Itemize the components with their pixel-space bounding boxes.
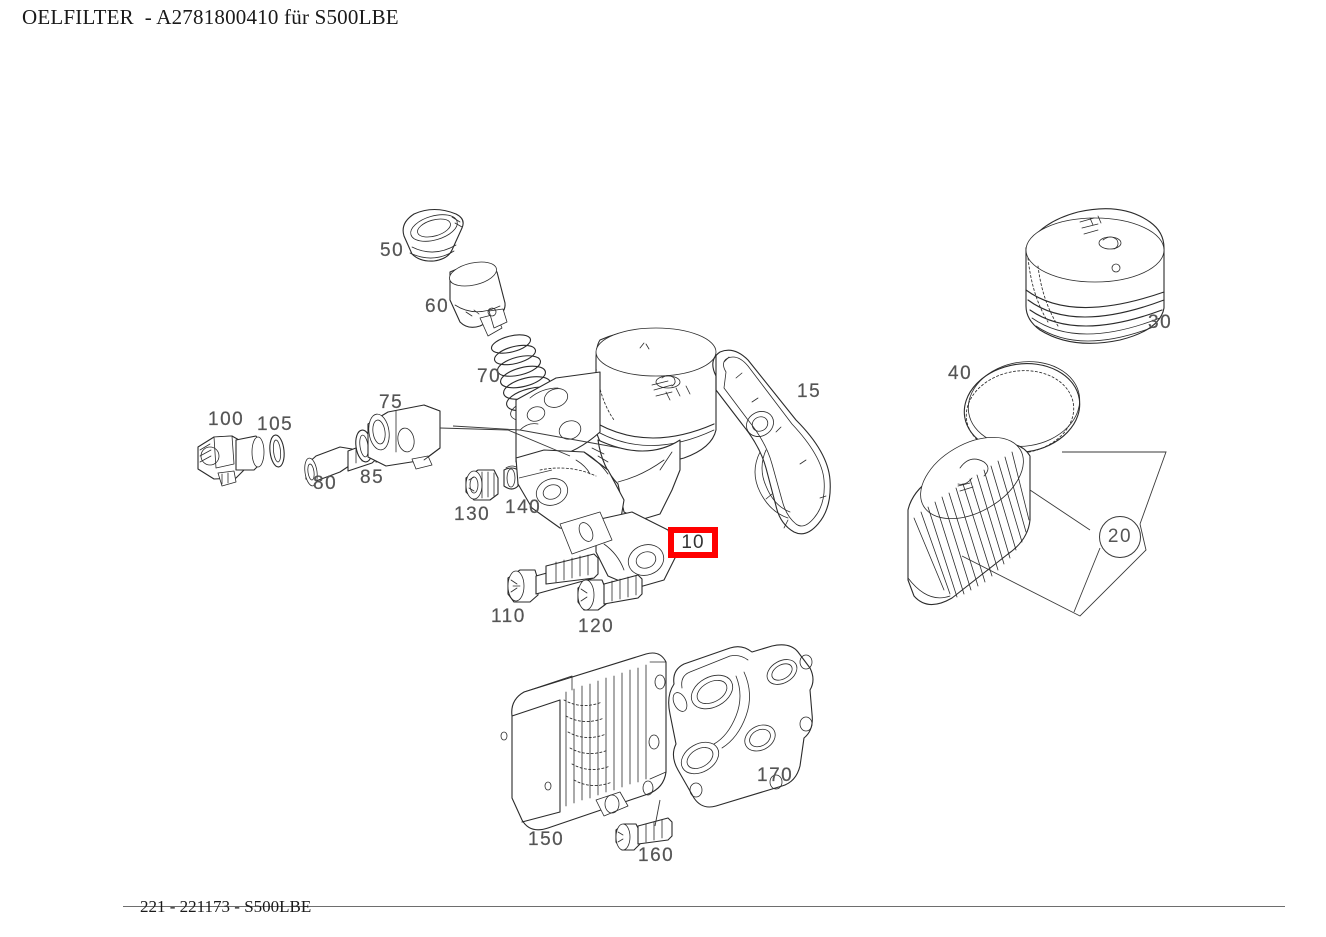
footer-divider (123, 906, 1285, 907)
part-150-oil-cooler (500, 652, 667, 831)
part-60-relief-valve (449, 261, 508, 337)
callout-40: 40 (948, 363, 973, 384)
part-100-oil-pressure-sensor (197, 435, 265, 487)
selected-part-highlight[interactable] (668, 527, 718, 558)
callout-15: 15 (797, 381, 822, 402)
callout-80: 80 (313, 473, 338, 494)
callout-160: 160 (638, 845, 675, 866)
callout-110: 110 (491, 606, 526, 627)
callout-140: 140 (505, 497, 542, 518)
callout-85: 85 (360, 467, 385, 488)
callout-150: 150 (528, 829, 565, 850)
part-160-cooler-bolt (615, 817, 673, 851)
callout-20-balloon: 20 (1099, 516, 1141, 558)
part-75-thermostat-housing (367, 404, 441, 470)
callout-120: 120 (578, 616, 615, 637)
callout-75: 75 (379, 392, 404, 413)
part-170-cooler-gasket (668, 644, 814, 808)
part-15-housing-gasket (712, 349, 831, 535)
part-20-filter-element (907, 436, 1031, 606)
part-120-short-bolt (577, 574, 643, 611)
callout-170: 170 (757, 765, 794, 786)
callout-60: 60 (425, 296, 450, 317)
page-title: OELFILTER - A2781800410 für S500LBE (22, 5, 399, 29)
callout-100: 100 (208, 409, 245, 430)
callout-50: 50 (380, 240, 405, 261)
part-10-oil-filter-housing (515, 327, 717, 589)
part-140-plug-seal-ring (503, 465, 519, 490)
selected-part-label: 10 (681, 531, 705, 553)
callout-105: 105 (257, 414, 294, 435)
callout-30: 30 (1148, 312, 1173, 333)
part-30-filter-cap (1025, 208, 1165, 344)
leader-lines (439, 425, 1167, 827)
part-105-sensor-o-ring (269, 434, 285, 468)
callout-70: 70 (477, 366, 502, 387)
part-130-screw-plug (465, 469, 499, 501)
footer-caption: 221 - 221173 - S500LBE (140, 897, 312, 916)
callout-20-label: 20 (1107, 526, 1133, 547)
part-50-valve-cap (402, 208, 464, 262)
callout-130: 130 (454, 504, 491, 525)
part-110-long-bolt (507, 553, 599, 603)
